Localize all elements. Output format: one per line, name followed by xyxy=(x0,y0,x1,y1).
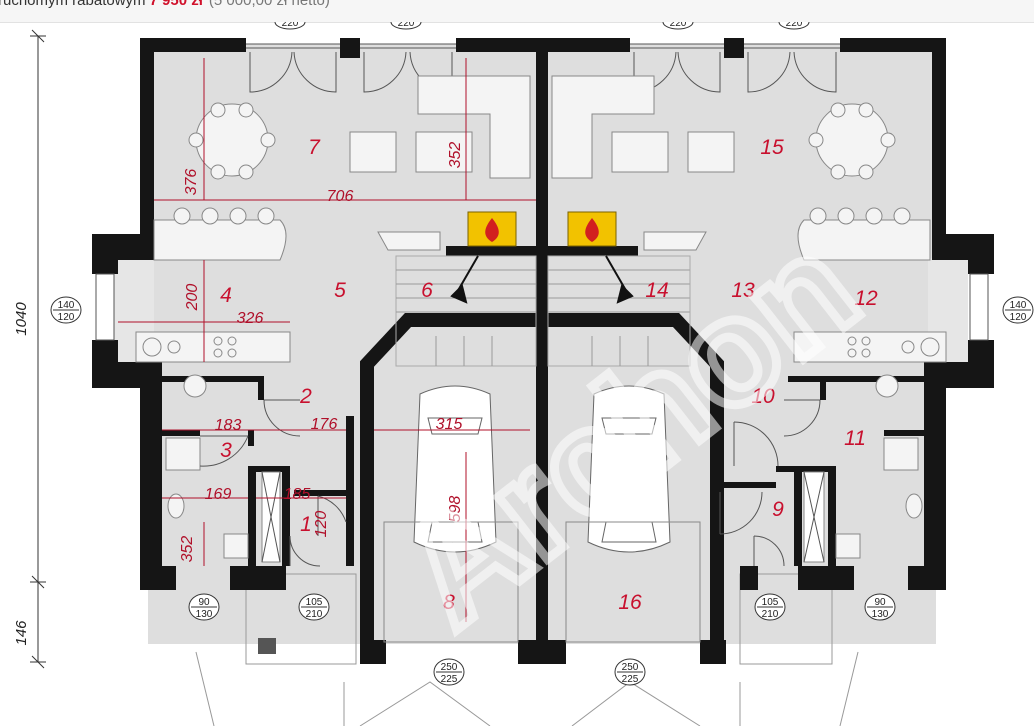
price-label: ruchomym rabatowym xyxy=(0,0,146,9)
opening-tag-circle xyxy=(662,22,694,30)
interior-doors xyxy=(199,399,821,567)
room-number: 16 xyxy=(618,591,642,614)
opening-height: 210 xyxy=(306,609,323,620)
side-windows xyxy=(95,273,989,341)
interior-walls xyxy=(154,246,924,588)
room-number: 6 xyxy=(421,279,433,302)
price-value: 7 950 zł xyxy=(149,0,203,9)
room-number: 13 xyxy=(731,279,755,302)
opening-width: 250 xyxy=(622,662,639,673)
room-number: 10 xyxy=(751,385,775,408)
garage-door-lines xyxy=(383,521,701,643)
opening-tag-circle xyxy=(778,22,810,30)
room-number: 5 xyxy=(334,279,346,302)
staircase xyxy=(395,255,691,367)
dimension-lines xyxy=(118,58,536,622)
opening-height: 225 xyxy=(622,674,639,685)
overall-dimension-label: 1040 xyxy=(13,302,30,336)
terrace-outline xyxy=(195,573,859,726)
room-labels: 7 15 4 5 6 14 13 12 2 10 3 11 9 1 8 16 xyxy=(220,136,878,614)
opening-width: 220 xyxy=(670,22,687,29)
dimension-label: 376 xyxy=(183,169,200,196)
opening-tag-circle xyxy=(390,22,422,30)
opening-width: 90 xyxy=(198,597,210,608)
room-number: 1 xyxy=(300,513,312,536)
car xyxy=(413,385,671,553)
opening-height: 120 xyxy=(1010,312,1027,323)
fireplace xyxy=(467,211,617,247)
outer-dimension-lines xyxy=(30,29,46,669)
dimension-label: 598 xyxy=(447,496,464,523)
room-number: 7 xyxy=(308,136,321,159)
room-number: 8 xyxy=(443,591,455,614)
wardrobe-cross xyxy=(261,471,825,563)
opening-height: 210 xyxy=(762,609,779,620)
garage-walls xyxy=(360,313,724,664)
party-wall xyxy=(536,38,548,664)
opening-height: 130 xyxy=(196,609,213,620)
dimension-label: 352 xyxy=(179,536,196,563)
opening-width: 105 xyxy=(306,597,323,608)
room-number: 9 xyxy=(772,498,784,521)
stair-arrows xyxy=(450,255,634,304)
opening-width: 140 xyxy=(1010,300,1027,311)
opening-width: 250 xyxy=(441,662,458,673)
opening-height: 225 xyxy=(441,674,458,685)
opening-height: 120 xyxy=(58,312,75,323)
dimension-label: 185 xyxy=(284,486,311,503)
opening-height: 130 xyxy=(872,609,889,620)
dimension-label: 120 xyxy=(313,511,330,538)
price-net: (5 000,00 zł netto) xyxy=(208,0,330,9)
dimension-label: 200 xyxy=(184,284,201,312)
dimension-label: 326 xyxy=(237,310,264,327)
dimension-label: 169 xyxy=(205,486,232,503)
room-number: 4 xyxy=(220,284,232,307)
overall-dimension-labels: 1040 146 xyxy=(13,302,30,646)
room-number: 15 xyxy=(760,136,784,159)
room-number: 14 xyxy=(645,279,668,302)
room-number: 3 xyxy=(220,439,232,462)
dimension-label: 706 xyxy=(327,188,354,205)
opening-tag: 220 xyxy=(390,22,422,30)
opening-width: 105 xyxy=(762,597,779,608)
opening-width: 220 xyxy=(282,22,299,29)
opening-width: 220 xyxy=(786,22,803,29)
overall-dimension-label: 146 xyxy=(13,620,30,646)
opening-tag-circle xyxy=(274,22,306,30)
room-number: 11 xyxy=(844,427,866,450)
dimension-label: 352 xyxy=(447,142,464,169)
opening-width: 90 xyxy=(874,597,886,608)
room-number: 2 xyxy=(299,385,312,408)
opening-width: 140 xyxy=(58,300,75,311)
dimension-label: 315 xyxy=(436,416,463,433)
dimension-label: 183 xyxy=(215,417,242,434)
step-block xyxy=(258,638,276,654)
exterior-walls xyxy=(92,38,994,664)
opening-tag: 220 xyxy=(778,22,810,30)
opening-tag: 220 xyxy=(662,22,694,30)
dimension-label: 176 xyxy=(311,416,338,433)
room-number: 12 xyxy=(854,287,878,310)
opening-tag: 220 xyxy=(274,22,306,30)
opening-width: 220 xyxy=(398,22,415,29)
furniture xyxy=(135,75,947,563)
